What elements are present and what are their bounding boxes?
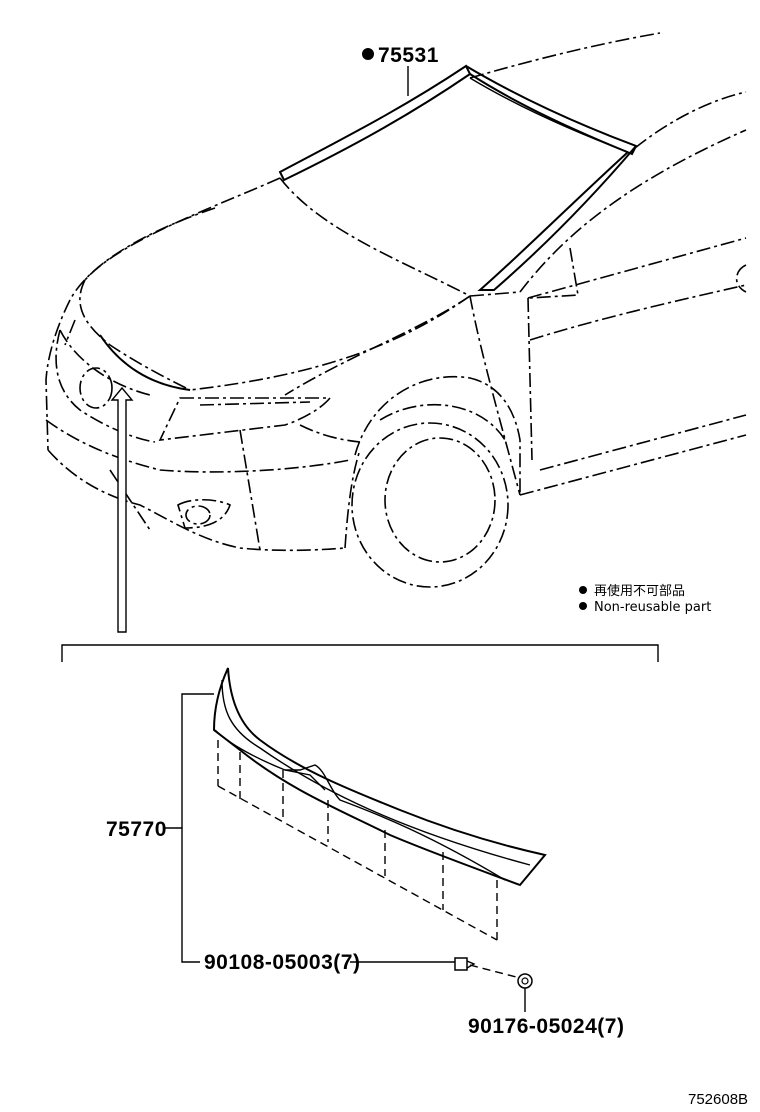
hood-molding-on-car [99, 334, 191, 391]
leader-75770 [181, 693, 214, 828]
legend: 再使用不可部品 Non-reusable part [579, 583, 711, 615]
legend-line-2: Non-reusable part [594, 600, 711, 615]
legend-dot-icon [579, 602, 587, 610]
exploded-view-bracket [61, 644, 659, 662]
non-reusable-dot-icon [362, 48, 374, 60]
windshield-molding-part [278, 64, 638, 291]
leader-75770-lower [165, 827, 200, 963]
legend-line-1: 再使用不可部品 [594, 583, 685, 599]
part-label-75531: 75531 [378, 44, 439, 67]
hood-molding-exploded [212, 667, 547, 941]
part-label-90176: 90176-05024(7) [468, 1015, 624, 1038]
legend-dot-icon [579, 586, 587, 594]
part-label-75770: 75770 [106, 818, 167, 841]
diagram-id: 752608B [688, 1091, 748, 1108]
nut-part-icon [517, 973, 533, 989]
car-outline [45, 32, 747, 588]
arrow-up-icon [110, 386, 134, 633]
clip-part-icon [454, 957, 521, 979]
part-label-90108: 90108-05003(7) [204, 951, 360, 974]
